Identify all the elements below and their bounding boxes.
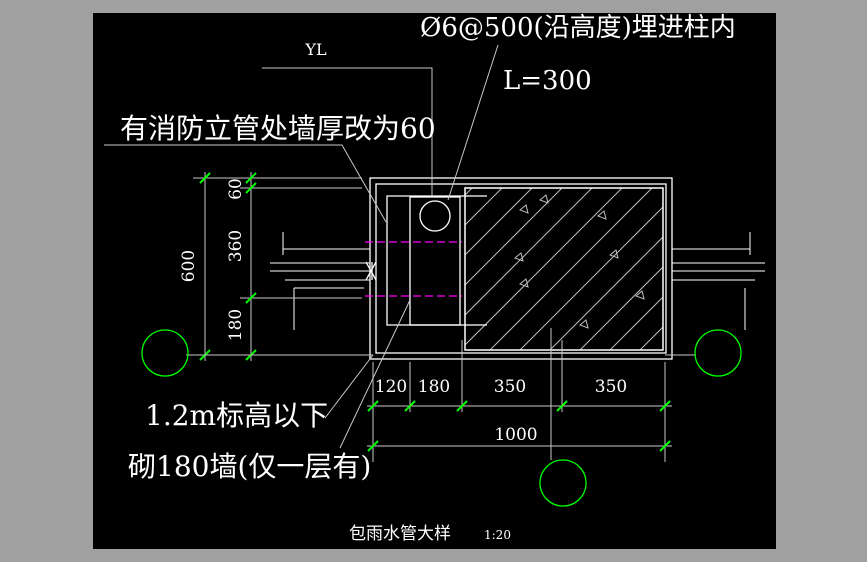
dim-vertical-180: 180 [226,309,246,341]
yl-label: YL [304,40,327,59]
rain-pipe-circle [419,200,451,232]
dim-vertical-60: 60 [226,178,246,200]
rebar-spec-label: Ø6@500(沿高度)埋进柱内 [420,13,736,43]
dim-horizontal-total: 1000 [494,425,537,445]
axis-circle-left [141,329,189,377]
rebar-dashed-lines [365,241,462,297]
axis-circle-right [694,329,742,377]
cad-background [93,13,776,549]
right-wall [672,232,765,330]
below-elevation-label: 1.2m标高以下 [145,399,328,432]
drawing-scale: 1:20 [484,528,511,542]
axis-circle-bottom [539,459,587,507]
leader-lines [104,44,499,449]
dim-vertical-total: 600 [179,250,199,282]
enclosure-outline [365,177,673,360]
dim-horizontal-350-a: 350 [494,377,526,397]
rebar-length-label: L=300 [503,66,592,96]
wall-note-label: 有消防立管处墙厚改为60 [120,112,436,145]
grid-axis-circles [141,329,742,507]
dim-horizontal-350-b: 350 [595,377,627,397]
brick-wall-label: 砌180墙(仅一层有) [128,450,371,483]
horizontal-dimension-lines [367,340,672,462]
left-wall [270,232,370,330]
horizontal-dimension-ticks [367,400,671,452]
concrete-column [464,187,664,351]
dim-vertical-360: 360 [226,230,246,262]
dim-horizontal-120: 120 [375,377,407,397]
dim-horizontal-180: 180 [418,377,450,397]
drawing-title: 包雨水管大样 [349,524,451,544]
grid-axis-lines [186,328,696,460]
